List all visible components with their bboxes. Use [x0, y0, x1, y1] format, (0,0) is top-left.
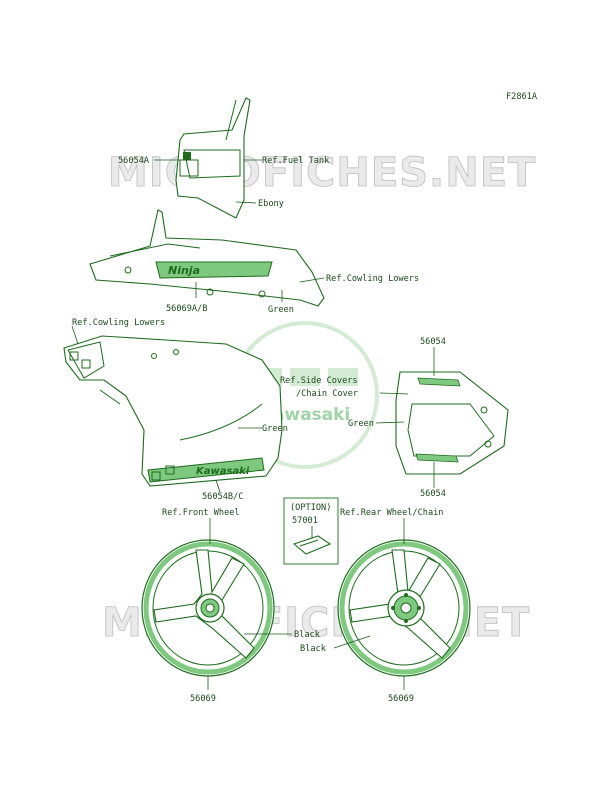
label-option: (OPTION) [290, 503, 331, 513]
logo-text: Kawasaki [260, 405, 351, 425]
label-ref-rear-wheel: Ref.Rear Wheel/Chain [340, 508, 443, 518]
label-56069AB: 56069A/B [166, 304, 207, 314]
cowling-upper-decal-part: Ninja [89, 209, 325, 307]
label-56054-top: 56054 [420, 337, 446, 347]
fuel-tank-decal-part [175, 97, 251, 219]
label-ref-cowling-lowers-1: Ref.Cowling Lowers [326, 274, 419, 284]
cowling-decal-text: Kawasaki [196, 466, 250, 477]
cowling-lower-decal-part: Kawasaki [63, 335, 283, 487]
label-ref-cowling-lowers-2: Ref.Cowling Lowers [72, 318, 165, 328]
front-wheel-part [141, 539, 275, 677]
label-56054A: 56054A [118, 156, 150, 166]
label-black-1: Black [294, 630, 321, 640]
rear-wheel-part [337, 539, 471, 677]
tank-decal-text: Ninja [168, 264, 200, 277]
label-ref-front-wheel: Ref.Front Wheel [162, 508, 240, 518]
label-56054-bottom: 56054 [420, 489, 446, 499]
label-green-3: Green [348, 419, 374, 429]
label-56054BC: 56054B/C [202, 492, 243, 502]
label-green-2: Green [262, 424, 288, 434]
tool-icon [292, 535, 332, 555]
label-chain-cover: /Chain Cover [296, 389, 358, 399]
label-57001: 57001 [292, 516, 318, 526]
label-56069-left: 56069 [190, 694, 216, 704]
seat-cowl-decal-part [395, 371, 509, 475]
label-ref-side-covers: Ref.Side Covers [280, 376, 358, 386]
option-box: (OPTION) 57001 [283, 497, 339, 565]
label-black-2: Black [300, 644, 327, 654]
label-ebony: Ebony [258, 199, 284, 209]
label-56069-right: 56069 [388, 694, 414, 704]
figure-id: F2861A [506, 92, 538, 102]
label-ref-fuel-tank: Ref.Fuel Tank [262, 156, 330, 166]
label-green-1: Green [268, 305, 294, 315]
